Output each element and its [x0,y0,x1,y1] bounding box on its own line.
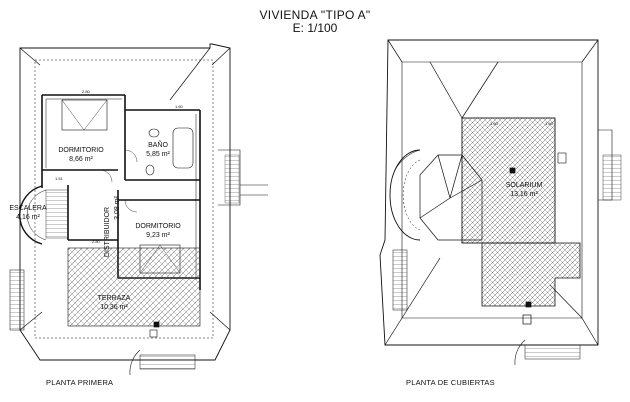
bathtub [172,127,194,169]
room-name-dormitorio-2: DORMITORIO [135,223,181,230]
dimension-label: 1.51 [55,176,64,181]
stair-dome-outer [394,149,421,171]
exterior-stair-steps [224,154,240,204]
roof-hip-line [449,154,463,199]
bed-1-line [61,99,85,131]
bath-sink [148,128,160,138]
room-area-dormitorio-2: 9,23 m² [146,232,170,239]
planta-primera-labels: DORMITORIO 8,66 m² BAÑO 5,85 m² ESCALERA… [9,140,181,311]
solarium-floor [461,117,556,244]
stair-dome-inner [402,159,421,231]
room-area-terraza: 10,36 m² [100,304,128,311]
exterior-stair-curve [129,349,141,376]
planta-cubiertas-labels: SOLARIUM 13,16 m² [506,182,543,198]
bed-1 [61,99,108,131]
roof-hip-line [419,197,451,219]
stair-semicircle-inner [26,189,47,241]
room-name-dormitorio-1: DORMITORIO [58,147,104,154]
caption-planta-primera: PLANTA PRIMERA [46,378,114,387]
sheet-title: VIVIENDA "TIPO A" [259,8,371,22]
stair-hip-roof [419,154,483,241]
solarium-drain [509,167,516,174]
caption-planta-cubiertas: PLANTA DE CUBIERTAS [406,378,495,387]
door-swing [124,199,138,213]
roof-hip-line [401,257,441,319]
exterior-stair [218,149,268,206]
roof-hip-line [384,317,403,346]
planta-primera-plan: 2.80 1.60 1.51 2.80 [9,43,268,376]
roof-hip-line [461,61,499,119]
room-name-solarium: SOLARIUM [506,182,543,189]
room-area-escalera: 4,16 m² [16,214,40,221]
roof-hip-line [19,47,41,66]
room-area-bano: 5,85 m² [146,151,170,158]
exterior-stair-left [392,249,408,311]
dimension-label: 1.50 [545,121,554,126]
roof-hip-line [437,154,451,199]
roof-eave-inner [34,59,214,339]
dimension-label: 2.80 [92,239,101,244]
room-name-terraza: TERRAZA [98,295,131,302]
downpipe [149,329,158,338]
exterior-stair-left [9,269,25,331]
bed-1-line [83,99,108,131]
exterior-stair-bottom [524,344,581,360]
drain-marker [153,321,160,328]
downpipe [522,314,532,325]
terraza-floor [67,247,201,327]
room-name-bano: BAÑO [148,140,168,149]
room-area-dormitorio-1: 8,66 m² [69,156,93,163]
dimension-label: 1.60 [175,104,184,109]
bath-toilet [145,164,155,176]
room-area-solarium: 13,16 m² [510,191,538,198]
door-swing [99,169,113,183]
sheet-scale: E: 1/100 [292,21,338,35]
roof-hip-line [387,39,403,63]
roof-hip-line [449,179,483,199]
room-name-escalera: ESCALERA [9,205,47,212]
chimney [557,152,567,164]
lower-drain [525,301,532,308]
terraza-floor-inner [118,278,200,326]
roof-hip-line [429,61,463,119]
exterior-stair-steps [602,154,622,201]
roof-hip-line [211,47,231,66]
exterior-stair-bottom [139,354,196,370]
door-swing [124,149,138,163]
stair-semicircle [18,185,43,245]
exterior-stair-curve [514,339,526,366]
roof-hip-line [581,39,599,63]
roof-hip-line [169,47,211,101]
dimension-label: 2.80 [82,89,91,94]
stair-steps [45,189,69,239]
room-area-distribuidor: 3,08 m² [114,195,121,219]
roof-hip-line [581,317,599,346]
planta-cubiertas-plan: 1.60 1.50 [379,39,622,366]
roof-hip-line [209,311,231,331]
room-name-distribuidor: DISTRIBUIDOR [104,207,111,257]
terrace-floor-lower [481,242,581,307]
stair-dome [389,149,421,241]
dimension-label: 1.60 [490,121,499,126]
